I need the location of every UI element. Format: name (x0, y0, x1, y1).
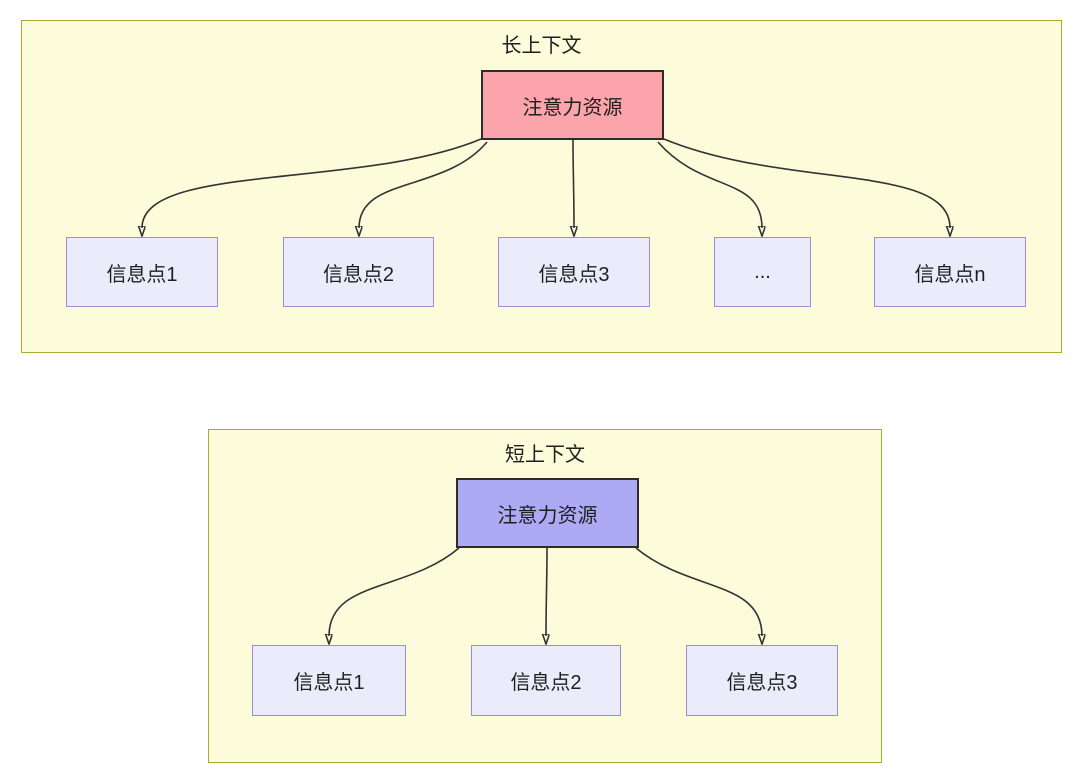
info-point-3-short: 信息点3 (686, 645, 838, 716)
attention-node-short: 注意力资源 (456, 478, 639, 548)
info-point-3-long: 信息点3 (498, 237, 650, 307)
long-context-group: 长上下文 注意力资源 信息点1 信息点2 信息点3 ... 信息点n (21, 20, 1062, 353)
long-context-title: 长上下文 (501, 35, 582, 57)
arrow-to-info1 (329, 547, 460, 636)
attention-node-long: 注意力资源 (481, 70, 664, 140)
info-point-1-short: 信息点1 (252, 645, 406, 716)
arrow-to-infon (663, 138, 950, 228)
info-point-2-short: 信息点2 (471, 645, 621, 716)
info-point-1-long: 信息点1 (66, 237, 218, 307)
info-point-n-long: 信息点n (874, 237, 1026, 307)
short-context-group: 短上下文 注意力资源 信息点1 信息点2 信息点3 (208, 429, 882, 763)
arrow-to-info3 (573, 139, 574, 228)
arrow-to-info2 (546, 547, 547, 636)
info-point-2-long: 信息点2 (283, 237, 434, 307)
info-point-ellipsis-long: ... (714, 237, 811, 307)
arrow-to-ellipsis (657, 141, 762, 228)
short-context-title: 短上下文 (505, 444, 585, 466)
arrow-to-info1 (142, 138, 482, 228)
arrow-to-info3 (635, 547, 762, 636)
arrow-to-info2 (359, 141, 488, 228)
